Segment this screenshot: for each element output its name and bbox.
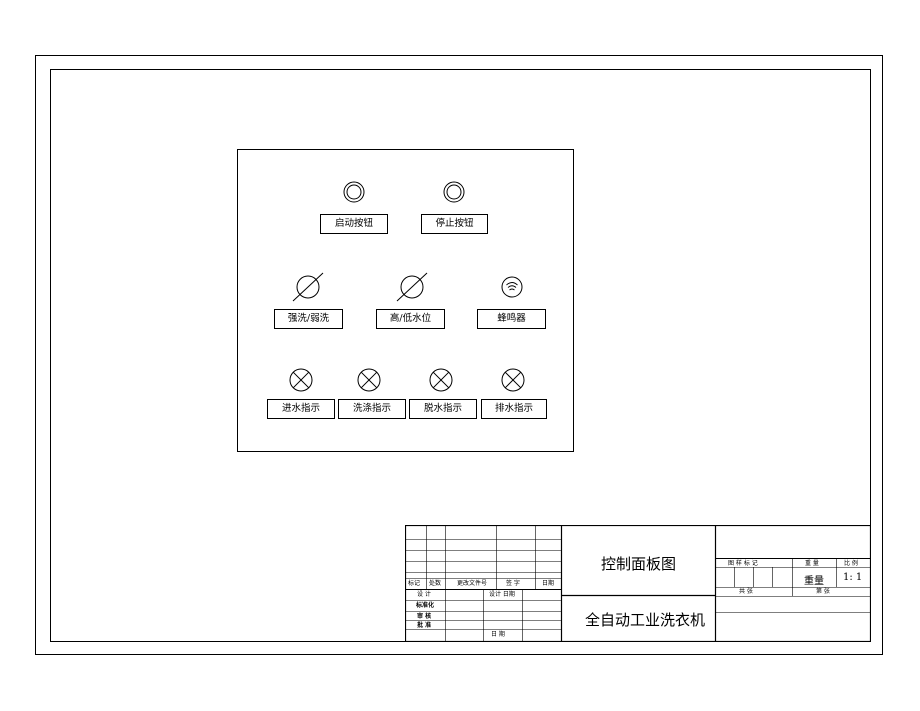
washing-indicator-label: 洗涤指示	[338, 399, 406, 419]
start-button-label: 启动按钮	[320, 214, 388, 234]
rev-count-header: 处数	[429, 580, 442, 587]
sheet-number-label: 第 张	[816, 588, 830, 595]
wash-strength-label: 强洗/弱洗	[274, 309, 343, 329]
water-inlet-indicator-lamp-icon	[289, 368, 313, 392]
control-panel	[237, 149, 574, 452]
start-push-button-icon	[343, 181, 365, 203]
design-label: 设 计	[417, 591, 431, 598]
drain-indicator-lamp-icon	[501, 368, 525, 392]
standardization-label: 标准化	[416, 602, 435, 609]
design-date-label: 设计 日期	[489, 591, 515, 598]
water-level-label: 高/低水位	[376, 309, 445, 329]
weight-header: 重 量	[805, 560, 819, 567]
title-block-grid	[405, 525, 871, 642]
total-sheets-label: 共 张	[739, 588, 753, 595]
buzzer-label: 蜂鸣器	[477, 309, 546, 329]
date-label: 日 期	[491, 631, 505, 638]
scale-header: 比 例	[844, 560, 858, 567]
rev-mark-header: 标记	[408, 580, 421, 587]
approve-label: 批 准	[417, 622, 432, 629]
drawing-title: 控制面板图	[601, 555, 677, 573]
drawing-border-outer	[35, 55, 883, 655]
rev-doc-header: 更改文件号	[457, 580, 488, 587]
stage-mark-label: 图 样 标 记	[728, 560, 758, 567]
drain-indicator-label: 排水指示	[481, 399, 547, 419]
stop-button-label: 停止按钮	[421, 214, 488, 234]
review-label: 审 核	[417, 613, 432, 620]
water-level-selector-switch-icon	[396, 272, 428, 302]
washing-indicator-lamp-icon	[357, 368, 381, 392]
spin-dry-indicator-lamp-icon	[429, 368, 453, 392]
title-block: 标记 处数 更改文件号 签 字 日期 设 计 设计 日期 标准化 审 核 批 准…	[405, 525, 871, 642]
rev-sign-header: 签 字	[506, 580, 520, 587]
wash-strength-selector-switch-icon	[292, 272, 324, 302]
water-inlet-indicator-label: 进水指示	[267, 399, 335, 419]
scale-value: 1: 1	[843, 572, 863, 583]
rev-date-header: 日期	[542, 580, 555, 587]
spin-dry-indicator-label: 脱水指示	[409, 399, 477, 419]
stop-push-button-icon	[443, 181, 465, 203]
weight-value: 重量	[804, 576, 824, 587]
project-title: 全自动工业洗衣机	[585, 611, 706, 629]
buzzer-icon	[501, 276, 523, 298]
